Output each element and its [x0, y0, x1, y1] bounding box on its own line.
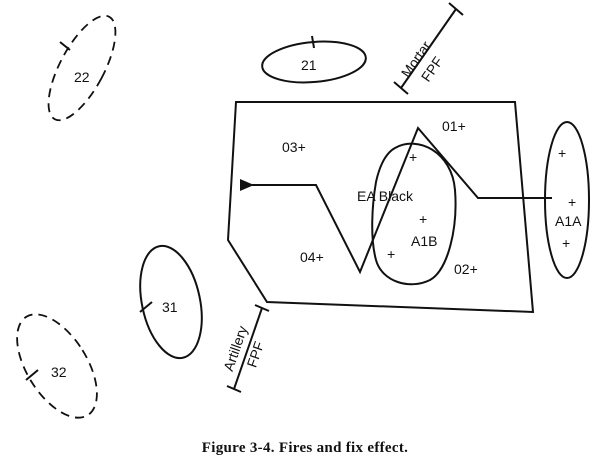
battle-position-a1a-label: A1A — [555, 213, 582, 229]
trp-03: 03+ — [282, 139, 306, 155]
target-21: 21 — [261, 35, 367, 84]
battle-position-a1a-outline — [544, 121, 590, 279]
target-31-ellipse — [139, 244, 203, 360]
artillery-fpf: Artillery FPF — [220, 304, 270, 393]
target-32: 32 — [16, 313, 98, 419]
engagement-area-label: EA Black — [357, 188, 414, 204]
artillery-fpf-end-cap — [254, 304, 270, 312]
a1a-position-marker: + — [558, 145, 566, 161]
mortar-fpf-end-cap — [393, 81, 409, 95]
battle-position-a1b-label: A1B — [411, 233, 437, 249]
target-31: 31 — [139, 244, 203, 360]
target-32-label: 32 — [51, 364, 67, 380]
artillery-fpf-line — [233, 307, 263, 390]
trp-04: 04+ — [300, 249, 324, 265]
engagement-area-boundary — [226, 101, 535, 314]
mortar-fpf-line — [400, 8, 457, 89]
target-21-tick — [311, 35, 315, 49]
artillery-fpf-end-cap — [226, 385, 242, 393]
battle-position-a1b-outline — [371, 142, 457, 286]
target-22-ellipse — [47, 14, 117, 122]
attack-route-arrow — [240, 126, 552, 275]
target-22-label: 22 — [74, 69, 90, 85]
a1b-position-marker: + — [409, 149, 417, 165]
target-21-label: 21 — [301, 57, 317, 73]
trp-01: 01+ — [442, 118, 466, 134]
trp-02: 02+ — [454, 261, 478, 277]
mortar-fpf: Mortar FPF — [393, 2, 464, 95]
mortar-fpf-end-cap — [448, 2, 464, 16]
a1a-position-marker: + — [562, 235, 570, 251]
target-22-tick — [59, 41, 71, 51]
a1a-position-marker: + — [568, 194, 576, 210]
target-32-ellipse — [16, 313, 98, 419]
artillery-fpf-label-line2: FPF — [243, 339, 267, 369]
target-31-label: 31 — [162, 299, 178, 315]
target-32-tick — [25, 369, 39, 381]
target-31-tick — [139, 301, 153, 313]
a1b-position-marker: + — [419, 211, 427, 227]
figure-caption: Figure 3-4. Fires and fix effect. — [201, 440, 409, 456]
target-22: 22 — [47, 14, 117, 122]
a1b-position-marker: + — [387, 246, 395, 262]
